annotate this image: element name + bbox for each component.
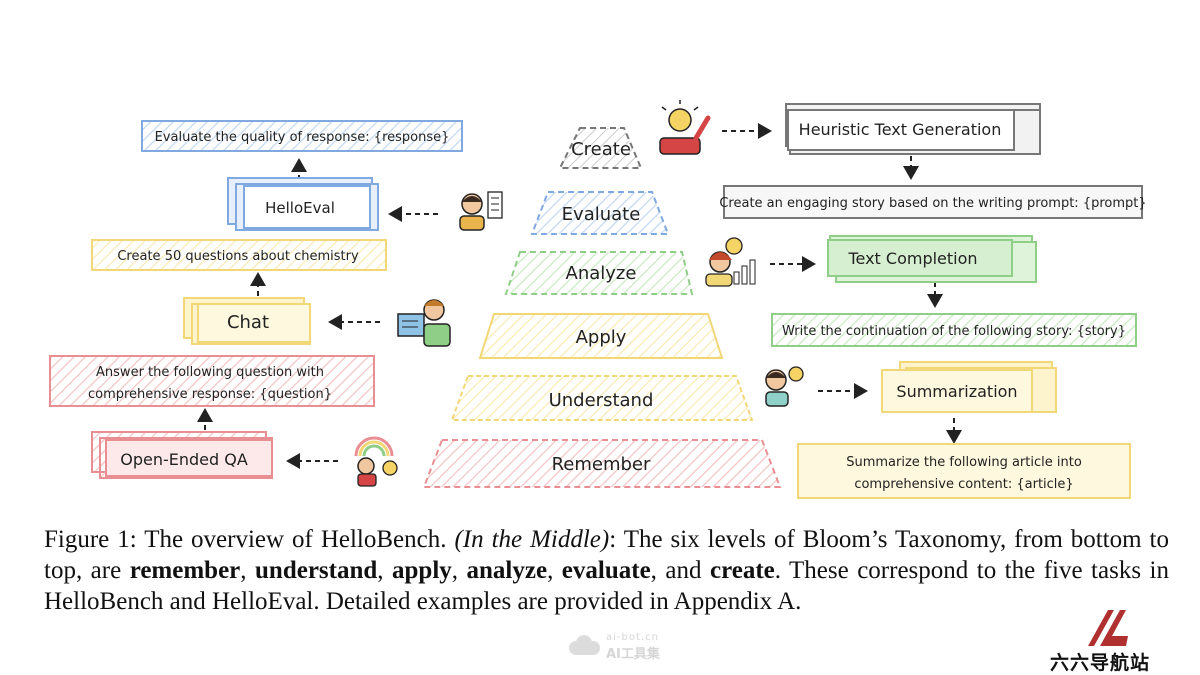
watermark-name: AI工具集 [606,647,660,662]
bloom-taxonomy-diagram: Create Evaluate Analyze Apply Understand… [49,100,1147,499]
summ-prompt-line1: Summarize the following article into [846,455,1082,470]
caption-bold-remember: remember [129,557,241,584]
pyramid-label-analyze: Analyze [566,263,637,284]
caption-bold-analyze: analyze [466,557,548,584]
chat-prompt-box: Create 50 questions about chemistry [91,239,387,271]
caption-bold-understand: understand [255,557,378,584]
cloud-icon [569,635,600,655]
qa-prompt-box: Answer the following question with compr… [49,355,375,407]
pyramid-label-remember: Remember [552,454,651,475]
chat-box: Chat [183,297,311,345]
caption-italic: (In the Middle) [454,526,610,553]
lightbulb-presenter-icon [659,100,711,155]
analyst-person-icon [459,191,503,231]
summarization-label: Summarization [896,382,1017,401]
summarization-box: Summarization [881,361,1057,413]
qa-label: Open-Ended QA [120,450,248,469]
caption-bold-evaluate: evaluate [561,557,651,584]
completion-prompt-text: Write the continuation of the following … [782,324,1126,339]
pyramid-level-create: Create [558,127,643,169]
idea-person-icon [765,366,804,407]
pyramid-label-apply: Apply [576,327,627,348]
summarization-prompt-box: Summarize the following article into com… [797,443,1131,499]
helloeval-box: HelloEval [227,177,379,231]
coin-chart-person-icon [705,237,756,287]
caption-sep: , [547,557,562,584]
caption-sep: , and [650,557,710,584]
caption-bold-apply: apply [392,557,452,584]
completion-box: Text Completion [827,235,1037,283]
completion-label: Text Completion [847,249,977,268]
arrows [197,123,962,469]
watermark-url: ai-bot.cn [606,632,659,643]
pyramid-label-understand: Understand [549,390,654,411]
pyramid-label-create: Create [571,139,631,160]
chat-label: Chat [227,312,269,333]
site-logo: 六六导航站 [1030,606,1170,674]
summ-prompt-line2: comprehensive content: {article} [854,477,1073,492]
caption-prefix: Figure 1: The overview of HelloBench. [44,526,455,553]
chat-prompt-text: Create 50 questions about chemistry [117,249,359,264]
rainbow-person-icon [354,436,398,487]
pyramid-level-understand: Understand [450,375,754,421]
logo-text: 六六导航站 [1049,652,1150,674]
heuristic-prompt-box: Create an engaging story based on the wr… [719,185,1147,219]
pyramid-level-analyze: Analyze [504,251,694,295]
helloeval-prompt-text: Evaluate the quality of response: {respo… [155,130,450,145]
helloeval-prompt-box: Evaluate the quality of response: {respo… [141,120,463,152]
caption-sep: , [451,557,467,584]
heuristic-box: Heuristic Text Generation [785,103,1041,155]
pyramid-level-apply: Apply [478,313,724,359]
helloeval-label: HelloEval [265,199,335,217]
pyramid-level-remember: Remember [422,439,782,488]
caption-sep: , [240,557,256,584]
caption-sep: , [377,557,393,584]
pyramid-label-evaluate: Evaluate [562,204,641,225]
qa-prompt-line1: Answer the following question with [96,365,324,380]
computer-person-icon [397,299,451,347]
qa-box: Open-Ended QA [91,431,273,479]
caption-text2: . These correspond to the five tasks in … [44,557,1169,615]
pyramid-level-evaluate: Evaluate [530,191,670,235]
pyramid: Create Evaluate Analyze Apply Understand… [422,127,782,488]
logo-mark-icon [1088,610,1128,646]
ai-bot-watermark: ai-bot.cn AI工具集 [566,632,686,662]
heuristic-label: Heuristic Text Generation [799,120,1002,139]
caption-text1: : The six levels of Bloom’s Taxonomy, fr… [44,526,1169,584]
caption-bold-create: create [709,557,775,584]
figure-caption: Figure 1: The overview of HelloBench. (I… [44,524,1169,617]
completion-prompt-box: Write the continuation of the following … [771,313,1137,347]
heuristic-prompt-text: Create an engaging story based on the wr… [719,196,1146,211]
qa-prompt-line2: comprehensive response: {question} [88,387,332,402]
